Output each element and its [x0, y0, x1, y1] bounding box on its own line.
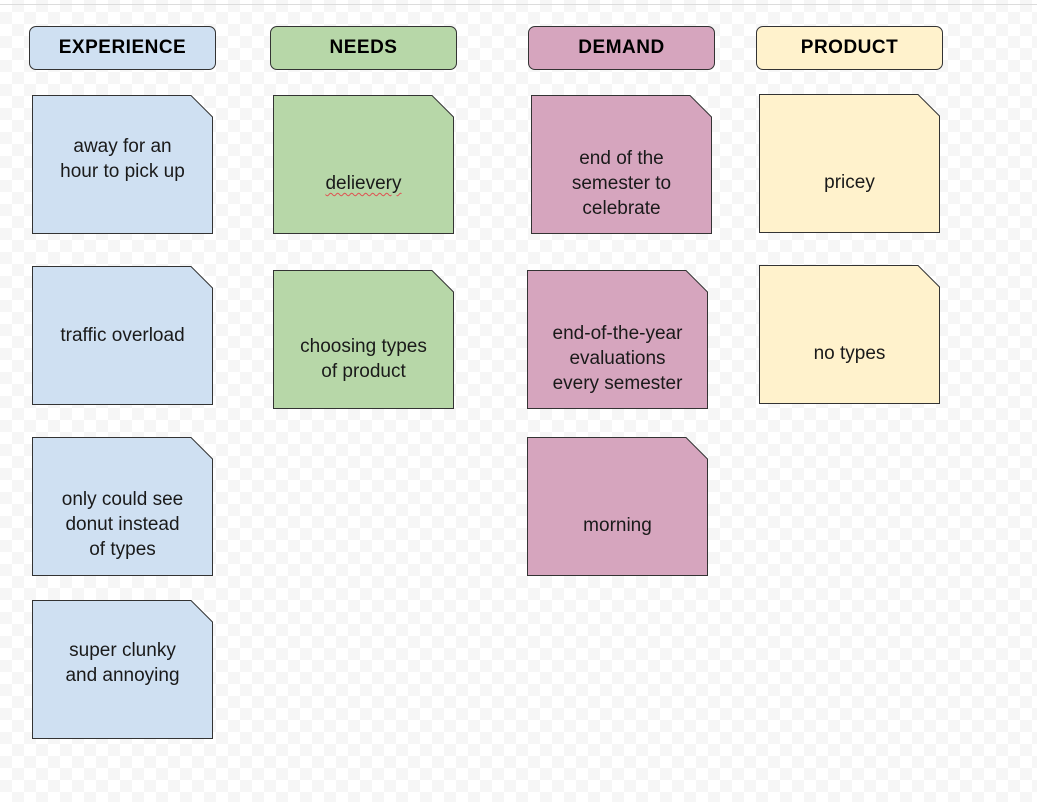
note-outline	[527, 270, 708, 409]
note-experience-2[interactable]: traffic overload	[32, 266, 213, 405]
note-shape	[759, 265, 940, 404]
note-outline	[527, 437, 708, 576]
note-outline	[759, 94, 940, 233]
note-text: away for an hour to pick up	[60, 135, 185, 182]
note-shape	[273, 95, 454, 234]
note-shape	[32, 600, 213, 739]
note-text: delievery	[273, 95, 454, 234]
note-text: end of the semester to celebrate	[571, 148, 672, 219]
spellcheck-underlined-word: delievery	[325, 173, 402, 194]
note-text: end-of-the-year evaluations every semest…	[552, 323, 683, 394]
note-outline	[759, 265, 940, 404]
note-shape	[32, 266, 213, 405]
note-experience-1[interactable]: away for an hour to pick up	[32, 95, 213, 234]
note-shape	[527, 270, 708, 409]
note-shape	[531, 95, 712, 234]
note-shape	[527, 437, 708, 576]
note-text: traffic overload	[60, 325, 185, 346]
header-product[interactable]: PRODUCT	[756, 26, 943, 70]
note-outline	[32, 95, 213, 234]
top-divider	[0, 4, 1037, 5]
header-demand[interactable]: DEMAND	[528, 26, 715, 70]
note-text: morning	[583, 515, 652, 536]
note-experience-3[interactable]: only could see donut instead of types	[32, 437, 213, 576]
note-demand-1[interactable]: end of the semester to celebrate	[531, 95, 712, 234]
note-shape	[32, 437, 213, 576]
note-outline	[273, 95, 454, 234]
note-text: only could see donut instead of types	[61, 489, 184, 560]
note-text: no types	[813, 343, 886, 364]
note-needs-2[interactable]: choosing types of product	[273, 270, 454, 409]
note-outline	[273, 270, 454, 409]
note-demand-2[interactable]: end-of-the-year evaluations every semest…	[527, 270, 708, 409]
note-experience-4[interactable]: super clunky and annoying	[32, 600, 213, 739]
note-shape	[32, 95, 213, 234]
note-text: pricey	[824, 172, 875, 193]
note-needs-1[interactable]: delievery	[273, 95, 454, 234]
note-outline	[531, 95, 712, 234]
note-shape	[759, 94, 940, 233]
note-shape	[273, 270, 454, 409]
note-product-2[interactable]: no types	[759, 265, 940, 404]
note-demand-3[interactable]: morning	[527, 437, 708, 576]
header-experience[interactable]: EXPERIENCE	[29, 26, 216, 70]
note-outline	[32, 600, 213, 739]
note-outline	[32, 266, 213, 405]
note-text: choosing types of product	[300, 335, 427, 382]
note-text: super clunky and annoying	[65, 639, 180, 686]
header-needs[interactable]: NEEDS	[270, 26, 457, 70]
note-product-1[interactable]: pricey	[759, 94, 940, 233]
note-outline	[32, 437, 213, 576]
